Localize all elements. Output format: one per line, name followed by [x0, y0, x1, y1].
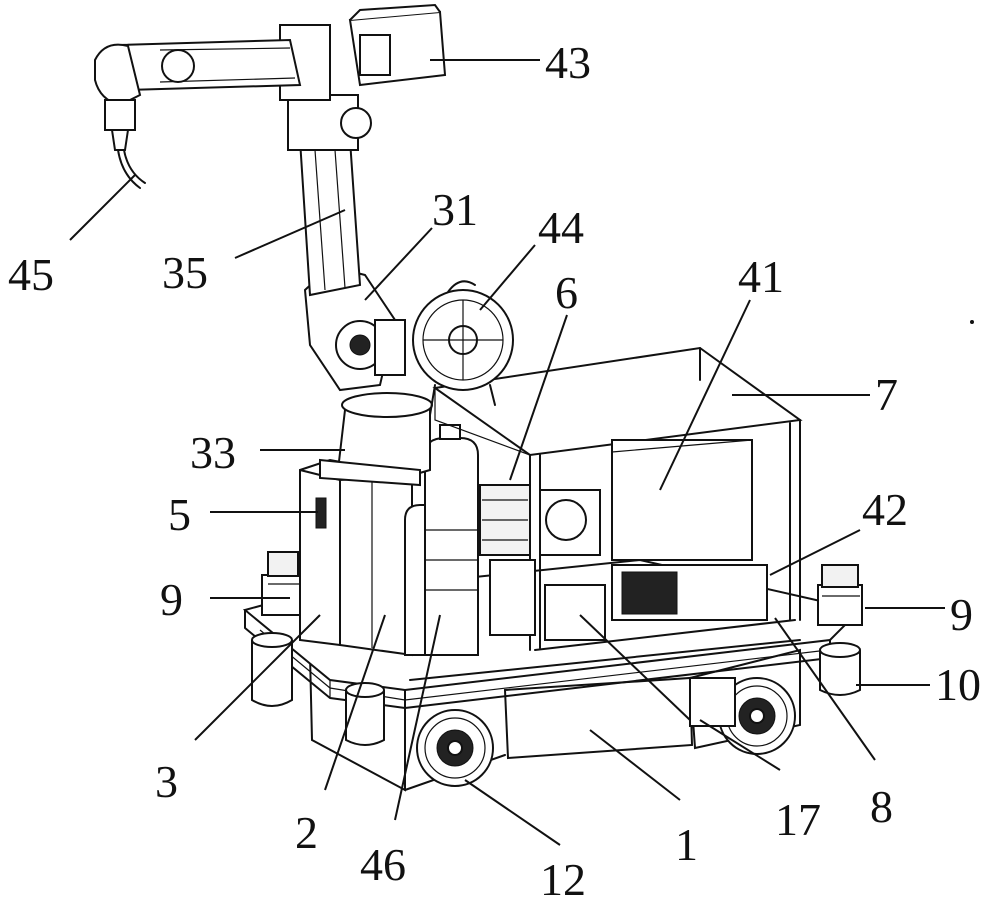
- callout-41: 41: [738, 251, 784, 302]
- callout-45: 45: [8, 249, 54, 300]
- leader-42: [769, 529, 861, 576]
- callout-7: 7: [875, 369, 898, 420]
- sensor-left: [261, 574, 303, 616]
- support-leg-left: [251, 640, 293, 707]
- sensor-left-head: [267, 551, 299, 577]
- wire-spool: [412, 280, 514, 416]
- stray-mark: [970, 320, 974, 324]
- leader-1: [589, 729, 681, 801]
- pump-unit: [489, 559, 536, 636]
- leader-6: [509, 314, 568, 481]
- leader-3: [194, 614, 321, 741]
- callout-2: 2: [295, 807, 318, 858]
- leader-12: [464, 779, 561, 846]
- obstacle-sensors: [261, 551, 863, 626]
- welding-power-source: [611, 439, 753, 561]
- callout-5: 5: [168, 489, 191, 540]
- callout-9-right: 9: [950, 589, 973, 640]
- callout-17: 17: [775, 794, 821, 845]
- callout-46: 46: [360, 839, 406, 890]
- callout-3: 3: [155, 756, 178, 807]
- callout-1: 1: [675, 819, 698, 870]
- callout-6: 6: [555, 267, 578, 318]
- inner-box: [544, 584, 606, 641]
- leader-46: [394, 614, 441, 821]
- callout-33: 33: [190, 427, 236, 478]
- gas-cylinders: [404, 424, 479, 656]
- callout-8: 8: [870, 781, 893, 832]
- robot-arm: [94, 3, 447, 487]
- leader-lines: [69, 59, 945, 846]
- sensor-right: [817, 584, 863, 626]
- support-leg-right: [819, 650, 861, 696]
- callout-42: 42: [862, 484, 908, 535]
- vent-grille: [621, 571, 678, 615]
- cylinder-46: [424, 437, 479, 656]
- wheel-rear-right: [718, 677, 796, 755]
- support-legs: [251, 632, 861, 746]
- control-cabinet: [299, 458, 413, 657]
- callout-12: 12: [540, 854, 586, 902]
- equipment-frame: [432, 346, 803, 651]
- leader-45: [69, 174, 136, 241]
- wheel-housing: [689, 677, 736, 727]
- welding-torch: [117, 149, 141, 189]
- leader-41: [659, 299, 751, 491]
- leader-17b: [699, 719, 781, 771]
- leader-2: [324, 614, 386, 791]
- callout-44: 44: [538, 202, 584, 253]
- callout-10: 10: [935, 659, 981, 710]
- cylinder-valve: [439, 424, 461, 440]
- support-leg-front: [345, 690, 385, 746]
- cabinet-body: [299, 458, 413, 657]
- leader-17: [579, 614, 691, 721]
- shoulder-motor: [374, 319, 406, 376]
- callout-9-left: 9: [160, 574, 183, 625]
- callout-labels: 43 45 35 31 44 6 41 7 33 5 9 9 42 10 3 2…: [8, 37, 981, 902]
- callout-43: 43: [545, 37, 591, 88]
- leader-31: [364, 227, 433, 301]
- drive-body: [503, 676, 694, 760]
- callout-35: 35: [162, 247, 208, 298]
- leader-8: [774, 617, 876, 761]
- sensor-right-head: [821, 564, 859, 588]
- leader-44: [479, 244, 536, 311]
- wheel-front-left: [416, 709, 494, 787]
- forearm: [118, 38, 302, 92]
- callout-31: 31: [432, 184, 478, 235]
- wrist-flange: [104, 99, 136, 131]
- mecanum-wheels: [416, 677, 796, 787]
- torch-mount: [110, 129, 130, 151]
- leader-35: [234, 209, 346, 259]
